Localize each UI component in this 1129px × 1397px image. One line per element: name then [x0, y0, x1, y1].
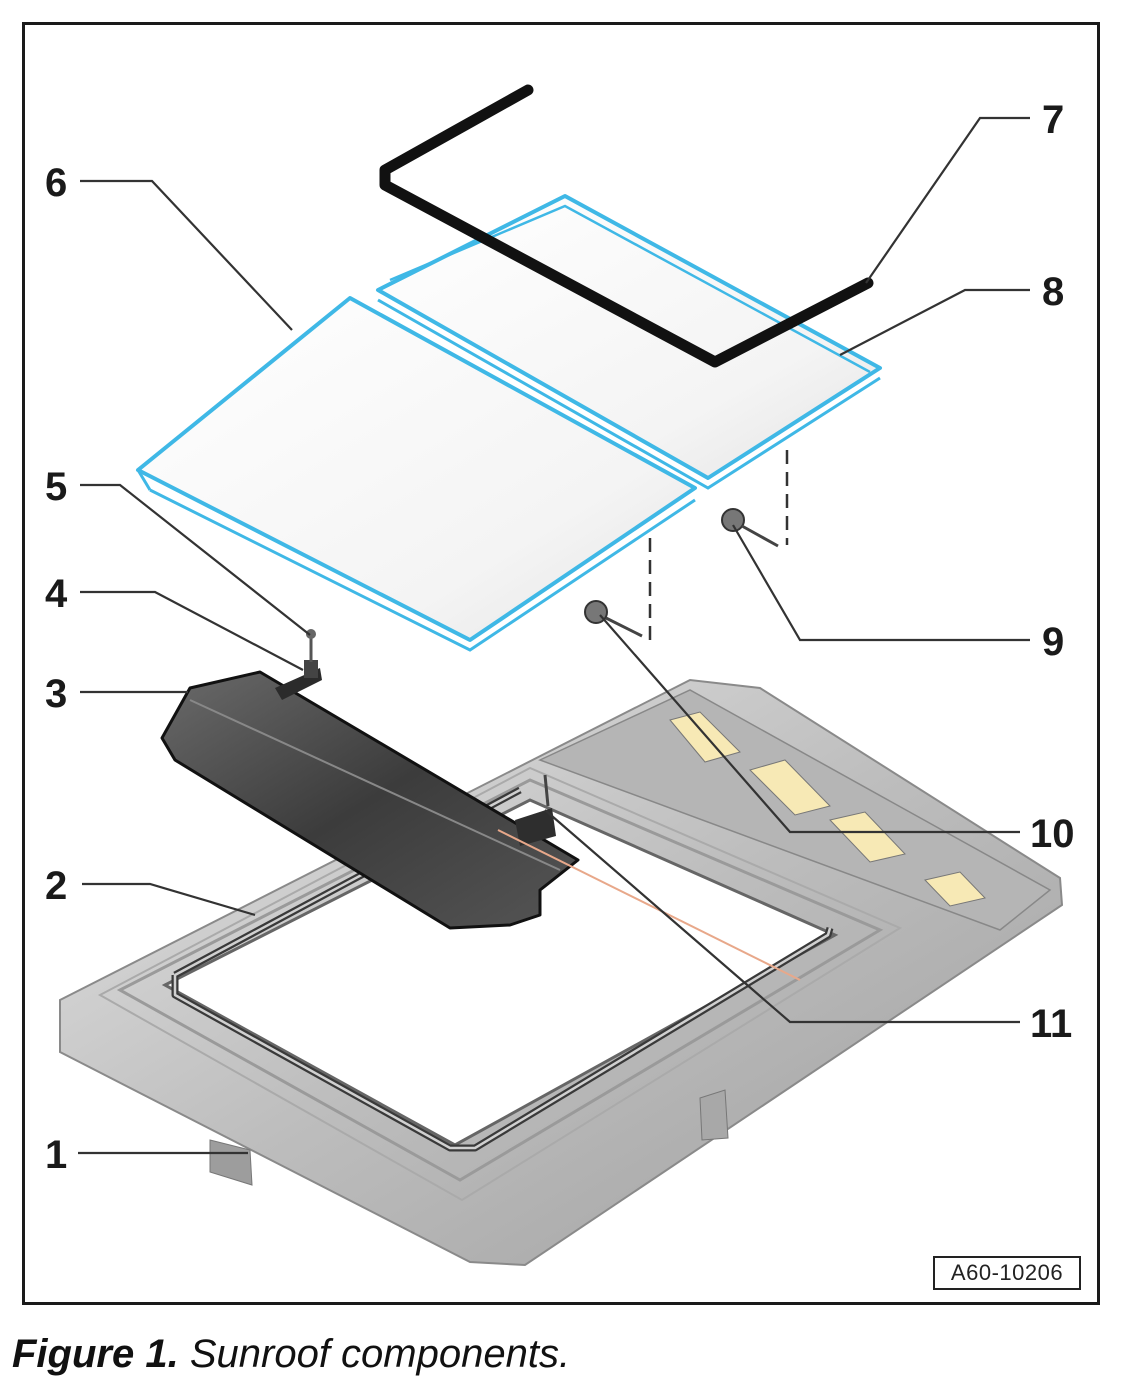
caption-text: Sunroof components.: [189, 1332, 571, 1376]
sunroof-exploded-diagram: 1 2 3 4 5 6 7 8 9 10 11: [45, 84, 1075, 1267]
callout-9: 9: [1042, 620, 1064, 664]
leader-line-6: [80, 179, 293, 331]
callout-2: 2: [45, 864, 67, 908]
bolt-part-9: [721, 508, 779, 548]
glass-panel-part: [136, 296, 697, 652]
guide-bracket-part: [497, 774, 801, 981]
guide-clip-part: [275, 629, 322, 700]
callout-7: 7: [1042, 98, 1064, 142]
leader-line-5: [80, 483, 311, 636]
callout-1: 1: [45, 1133, 67, 1177]
sunshade-part: [160, 670, 580, 930]
callout-8: 8: [1042, 270, 1064, 314]
leader-line-8: [839, 288, 1030, 356]
caption-label: Figure 1.: [12, 1332, 179, 1376]
callout-6: 6: [45, 161, 67, 205]
callout-3: 3: [45, 672, 67, 716]
callout-4: 4: [45, 572, 68, 616]
glass-frame-part: [376, 194, 882, 490]
figure-caption: Figure 1. Sunroof components.: [12, 1332, 570, 1377]
callout-5: 5: [45, 465, 67, 509]
leader-line-2: [82, 882, 256, 917]
callout-11: 11: [1030, 1002, 1072, 1046]
leader-line-10: [599, 614, 1020, 834]
leader-line-7: [865, 116, 1030, 284]
leader-line-9: [732, 524, 1030, 642]
callout-10: 10: [1030, 812, 1075, 856]
leader-line-4: [80, 590, 304, 671]
reference-code-box: A60-10206: [933, 1256, 1081, 1290]
glass-seal-part: [379, 84, 874, 368]
leader-line-11: [544, 809, 1020, 1024]
